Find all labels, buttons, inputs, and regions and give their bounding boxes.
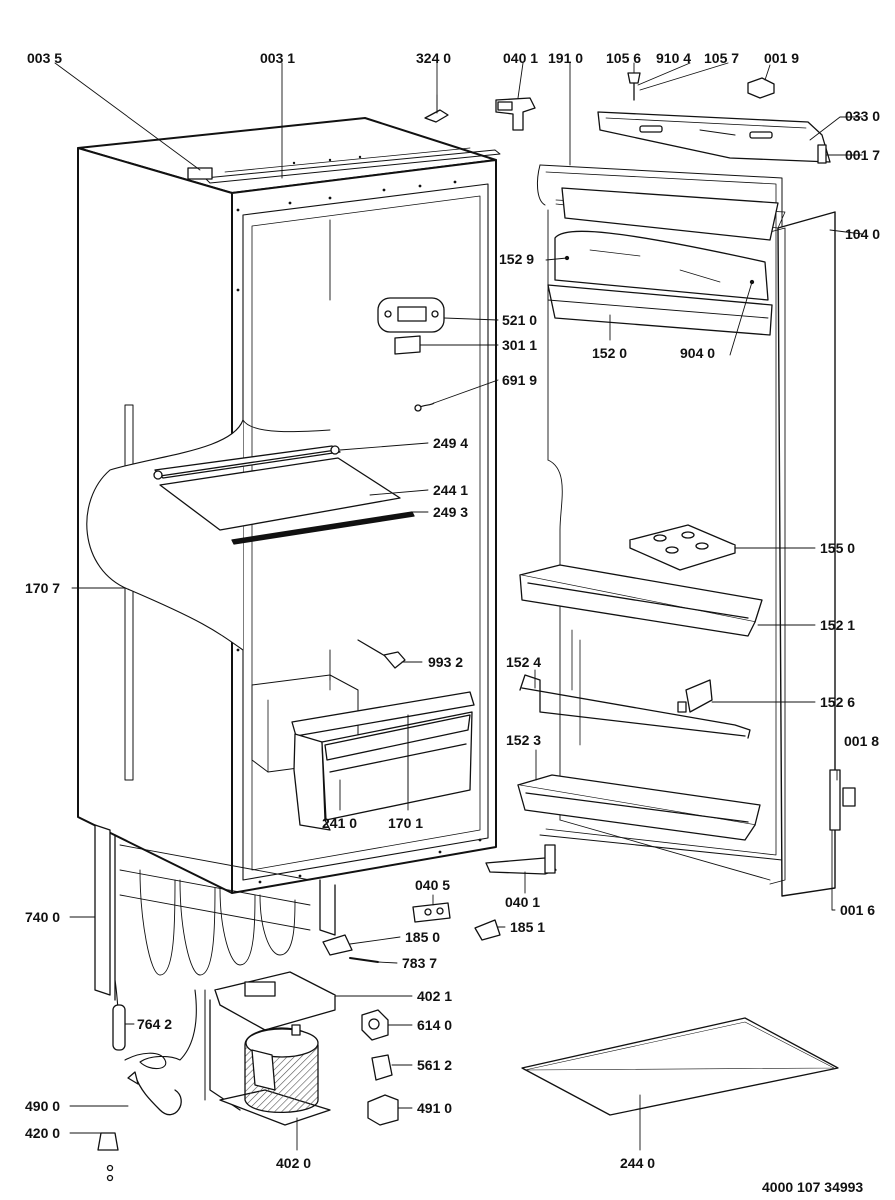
callout-1520: 152 0 <box>592 345 627 361</box>
callout-0017: 001 7 <box>845 147 880 163</box>
callout-0016: 001 6 <box>840 902 875 918</box>
callout-2410: 241 0 <box>322 815 357 831</box>
callout-0401-top: 040 1 <box>503 50 538 66</box>
callout-1523: 152 3 <box>506 732 541 748</box>
callout-0018: 001 8 <box>844 733 879 749</box>
callout-2440: 244 0 <box>620 1155 655 1171</box>
callout-6140: 614 0 <box>417 1017 452 1033</box>
callout-1701: 170 1 <box>388 815 423 831</box>
callout-0401-bottom: 040 1 <box>505 894 540 910</box>
callout-9040: 904 0 <box>680 345 715 361</box>
callout-2494: 249 4 <box>433 435 468 451</box>
callout-1550: 155 0 <box>820 540 855 556</box>
callout-1056: 105 6 <box>606 50 641 66</box>
decor-frame <box>597 72 831 164</box>
callout-1040: 104 0 <box>845 226 880 242</box>
callout-4900: 490 0 <box>25 1098 60 1114</box>
callout-0405: 040 5 <box>415 877 450 893</box>
door-assembly <box>517 164 836 897</box>
drip-tray <box>214 971 336 1031</box>
callout-6919: 691 9 <box>502 372 537 388</box>
callout-7837: 783 7 <box>402 955 437 971</box>
callout-1526: 152 6 <box>820 694 855 710</box>
callout-5612: 561 2 <box>417 1057 452 1073</box>
condenser <box>94 824 336 1001</box>
hinge-top <box>495 97 536 131</box>
callout-1707: 170 7 <box>25 580 60 596</box>
callout-7400: 740 0 <box>25 909 60 925</box>
callout-1850: 185 0 <box>405 929 440 945</box>
callout-0035: 003 5 <box>27 50 62 66</box>
callout-9932: 993 2 <box>428 654 463 670</box>
callout-1524: 152 4 <box>506 654 541 670</box>
callout-4020: 402 0 <box>276 1155 311 1171</box>
compressor <box>219 1024 331 1126</box>
callout-1521: 152 1 <box>820 617 855 633</box>
callout-0019: 001 9 <box>764 50 799 66</box>
callout-7642: 764 2 <box>137 1016 172 1032</box>
callout-1851: 185 1 <box>510 919 545 935</box>
callout-2441: 244 1 <box>433 482 468 498</box>
display-panel <box>377 297 445 333</box>
callout-9104: 910 4 <box>656 50 691 66</box>
callout-3240: 324 0 <box>416 50 451 66</box>
glass-shelf <box>153 445 415 545</box>
callout-4021: 402 1 <box>417 988 452 1004</box>
callout-3011: 301 1 <box>502 337 537 353</box>
callout-2493: 249 3 <box>433 504 468 520</box>
callout-4200: 420 0 <box>25 1125 60 1141</box>
callout-0031: 003 1 <box>260 50 295 66</box>
callout-0330: 033 0 <box>845 108 880 124</box>
document-code: 4000 107 34993 <box>762 1179 863 1195</box>
callout-4910: 491 0 <box>417 1100 452 1116</box>
callout-1057: 105 7 <box>704 50 739 66</box>
callout-1910: 191 0 <box>548 50 583 66</box>
callout-1529: 152 9 <box>499 251 534 267</box>
crisper-drawer <box>291 691 475 831</box>
callout-5210: 521 0 <box>502 312 537 328</box>
label-plate <box>394 335 421 355</box>
